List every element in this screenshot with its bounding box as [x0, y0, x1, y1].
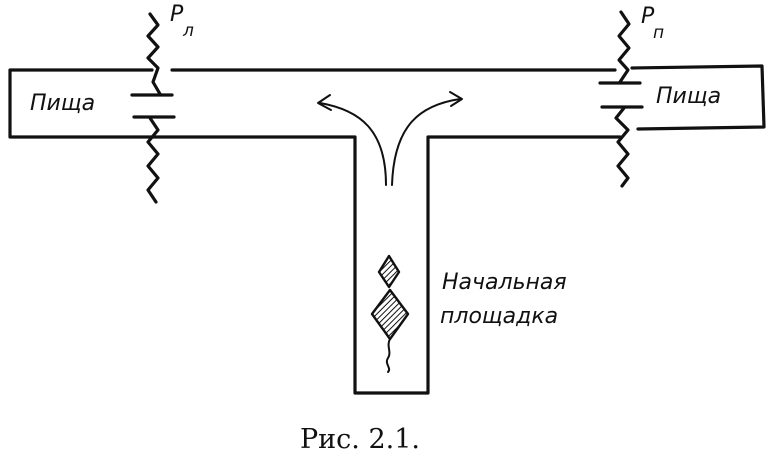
start-tail: [385, 338, 391, 373]
right-spring-upper: [617, 10, 631, 84]
right-gate: [598, 10, 644, 188]
left-spring-lower: [146, 116, 160, 204]
maze-outline: [8, 68, 622, 395]
start-label-line2: площадка: [440, 304, 558, 329]
left-arrow-curve: [319, 102, 387, 186]
start-diamond-small: [377, 254, 401, 289]
food-label-right: Пища: [656, 84, 721, 109]
pl-label-right: P: [641, 4, 655, 29]
start-diamond-large: [370, 288, 410, 341]
pl-label-right-subscript: п: [653, 23, 664, 43]
start-label-line1: Начальная: [442, 270, 567, 295]
figure-caption: Рис. 2.1.: [300, 424, 420, 455]
start-marker: [370, 254, 410, 373]
maze-right-top-wall: [630, 64, 766, 131]
food-label-left: Пища: [30, 91, 95, 116]
left-spring-upper: [146, 12, 162, 96]
left-gate: [130, 12, 176, 204]
choice-arrows: [317, 91, 463, 186]
right-arrow-head: [449, 91, 463, 107]
pl-label-left-subscript: л: [182, 21, 194, 41]
right-arrow-curve: [391, 98, 461, 186]
left-arrow-head: [317, 94, 332, 111]
pl-label-left: P: [170, 2, 184, 27]
right-spring-lower: [614, 106, 630, 188]
